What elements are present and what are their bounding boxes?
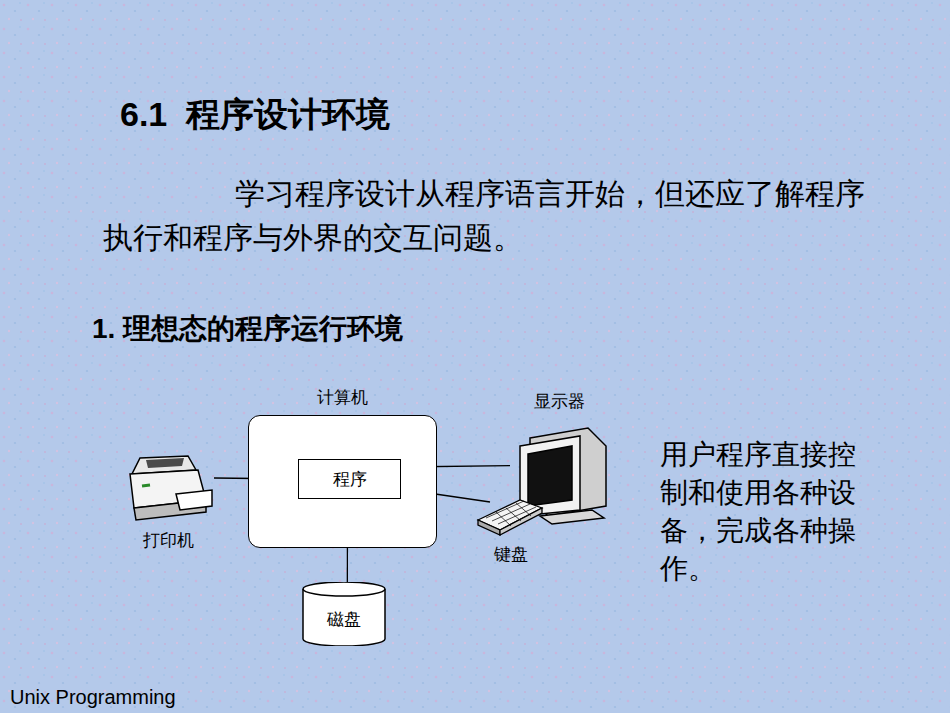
footer-text: Unix Programming <box>10 686 176 709</box>
node-label: 打印机 <box>143 529 194 552</box>
computer-box: 计算机程序 <box>248 415 437 548</box>
program-box: 程序 <box>298 459 401 499</box>
node-label: 计算机 <box>317 386 368 409</box>
printer-node: 打印机 <box>122 452 214 552</box>
side-note: 用户程序直接控制和使用各种设备，完成各种操作。 <box>660 436 875 588</box>
printer-icon <box>130 456 212 520</box>
node-label: 显示器 <box>534 390 585 413</box>
slide-title: 6.1 程序设计环境 <box>120 92 390 138</box>
disk-node: 磁盘 <box>302 582 386 646</box>
node-label: 键盘 <box>494 543 528 566</box>
keyboard-icon <box>478 500 542 535</box>
node-label: 程序 <box>333 468 367 491</box>
section-heading: 1. 理想态的程序运行环境 <box>92 310 403 348</box>
monitor-node: 显示器 <box>510 390 608 495</box>
keyboard-node: 键盘 <box>476 502 546 566</box>
node-label: 磁盘 <box>327 608 361 631</box>
intro-paragraph: 学习程序设计从程序语言开始，但还应了解程序执行和程序与外界的交互问题。 <box>103 172 873 260</box>
